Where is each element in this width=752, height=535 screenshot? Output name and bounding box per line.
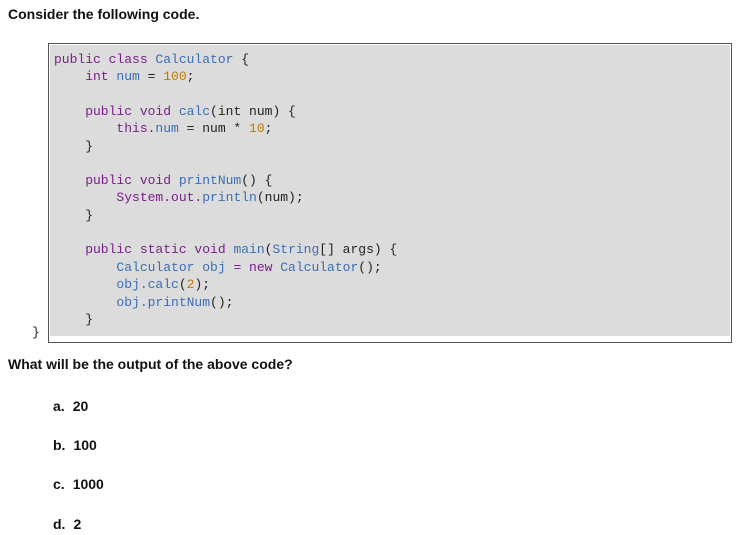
code-token: obj. [54,277,148,292]
code-token: public class [54,52,156,67]
code-token: System.out. [54,190,203,205]
code-line: public void printNum() { [54,172,272,190]
code-token: { [233,52,250,67]
code-line: } [54,311,93,329]
code-token: ( [264,242,273,257]
option-letter: c. [53,476,65,492]
code-line: public static void main(String[] args) { [54,241,397,259]
code-token: this. [54,121,156,136]
code-token: } [54,208,94,223]
code-token: println [202,190,257,205]
option-value: 100 [73,437,97,453]
code-token: () { [241,173,273,188]
code-token: calc [178,104,211,119]
answer-option[interactable]: b. 100 [53,437,97,453]
code-token: ; [264,121,273,136]
code-token: Calculator [280,260,359,275]
code-token: int [54,69,117,84]
code-token: = new [233,260,281,275]
code-line: System.out.println(num); [54,189,304,207]
code-token: [] args) { [319,242,398,257]
code-token: Calculator obj [54,260,234,275]
code-token: num [155,121,179,136]
code-line: } [54,138,93,156]
code-token: (int num) { [210,104,296,119]
code-background: public class Calculator { int num = 100;… [50,45,730,336]
answer-option[interactable]: d. 2 [53,516,81,532]
code-token: ( [178,277,187,292]
code-token: ); [194,277,211,292]
code-line: public void calc(int num) { [54,103,296,121]
option-value: 1000 [72,476,104,492]
code-token: public void [54,173,179,188]
code-token: (); [210,295,234,310]
code-token: printNum [178,173,242,188]
code-block: public class Calculator { int num = 100;… [48,43,732,343]
answer-option[interactable]: c. 1000 [53,476,104,492]
question-text: What will be the output of the above cod… [8,356,293,372]
code-line: obj.calc(2); [54,276,210,294]
code-line: } [54,207,93,225]
code-token: calc [147,277,179,292]
code-token: ; [186,69,195,84]
code-closing-brace: } [32,325,40,340]
code-line: obj.printNum(); [54,294,233,312]
code-token: } [54,139,94,154]
option-letter: b. [53,437,66,453]
option-letter: d. [53,516,66,532]
option-letter: a. [53,398,65,414]
code-token: printNum [147,295,211,310]
code-token: num [116,69,140,84]
code-line: this.num = num * 10; [54,120,272,138]
code-token: main [233,242,265,257]
option-value: 2 [73,516,82,532]
code-token: Calculator [155,52,234,67]
code-line: Calculator obj = new Calculator(); [54,259,382,277]
code-token: String [272,242,320,257]
code-token: 2 [186,277,195,292]
code-line: public class Calculator { [54,51,249,69]
question-intro: Consider the following code. [8,6,200,22]
code-token: obj. [54,295,148,310]
code-token: public void [54,104,179,119]
code-token: = num * [178,121,250,136]
code-token: (); [358,260,382,275]
code-token: 10 [249,121,265,136]
answer-option[interactable]: a. 20 [53,398,88,414]
code-token: (num); [256,190,304,205]
code-line: int num = 100; [54,68,194,86]
code-token: 100 [163,69,187,84]
option-value: 20 [72,398,89,414]
code-token: = [139,69,164,84]
code-token: public static void [54,242,234,257]
code-token: } [54,312,94,327]
